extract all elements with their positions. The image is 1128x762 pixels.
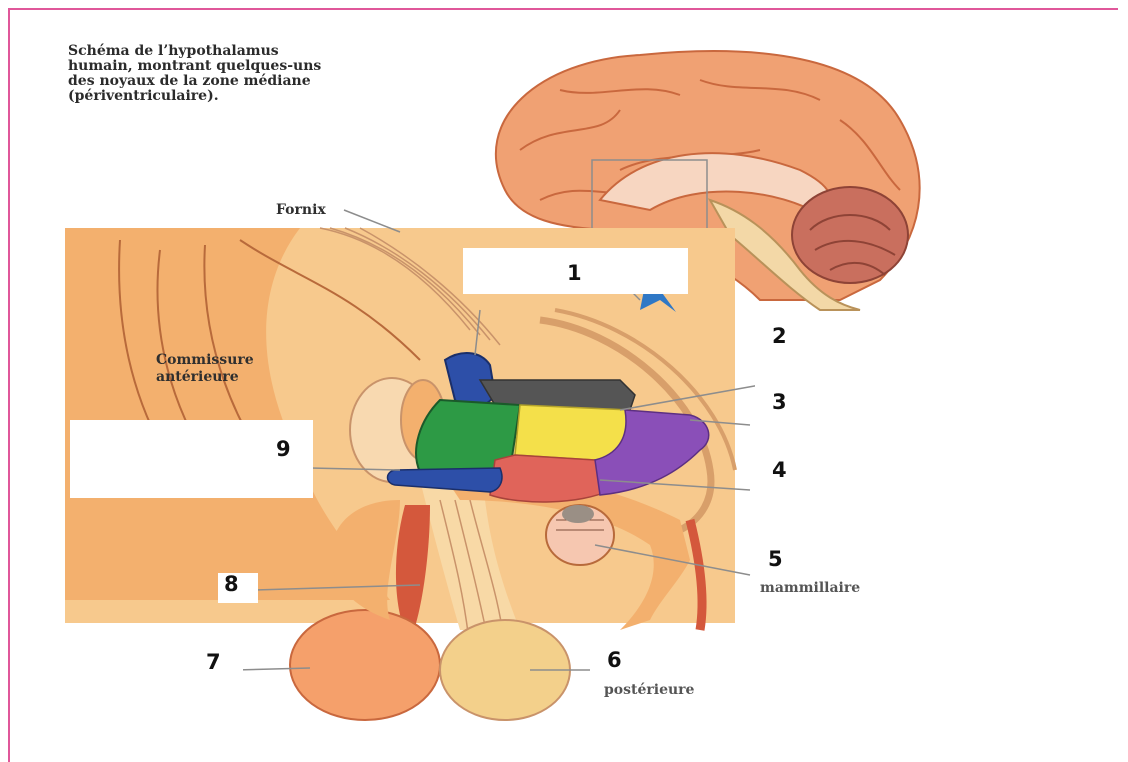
- label-posterieure-partial: postérieure: [604, 682, 694, 699]
- answer-box-3[interactable]: [755, 378, 1015, 428]
- number-2: 2: [772, 324, 787, 348]
- number-8: 8: [224, 572, 239, 596]
- answer-box-4[interactable]: [755, 450, 1015, 498]
- diagram-title: Schéma de l’hypothalamus humain, montran…: [68, 44, 328, 104]
- number-7: 7: [206, 650, 221, 674]
- answer-box-2[interactable]: [755, 318, 1015, 358]
- number-3: 3: [772, 390, 787, 414]
- number-4: 4: [772, 458, 787, 482]
- answer-box-6[interactable]: [600, 648, 780, 680]
- label-fornix: Fornix: [276, 202, 326, 219]
- number-6: 6: [607, 648, 622, 672]
- number-9: 9: [276, 437, 291, 461]
- number-5: 5: [768, 547, 783, 571]
- label-commissure: Commissure antérieure: [156, 352, 306, 386]
- label-mammillaire-partial: mammillaire: [760, 580, 860, 597]
- number-1: 1: [567, 261, 582, 285]
